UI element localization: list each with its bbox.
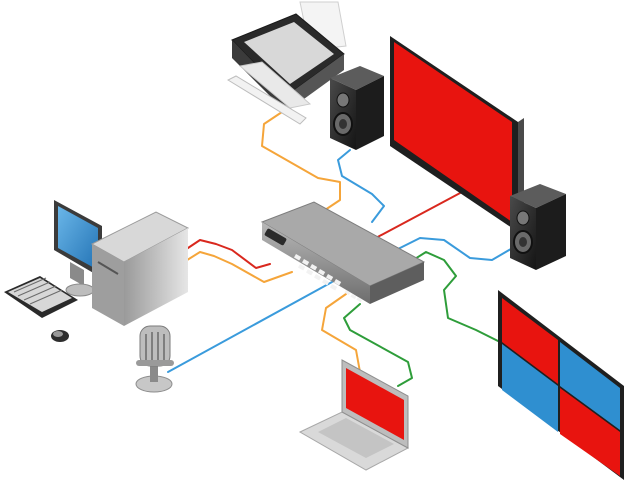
video-wall-tile-2: [560, 342, 620, 430]
switch-button: [298, 263, 306, 271]
laptop-keyboard-area: [318, 418, 394, 458]
cable-speaker-right-blue: [391, 237, 517, 261]
speaker-right-woofer-cap: [519, 237, 527, 247]
speaker-right-lid: [510, 184, 566, 208]
cables: [167, 111, 517, 387]
speaker-top-woofer-cap: [339, 119, 347, 129]
speaker-top-tweeter: [336, 92, 350, 108]
desktop-computer: [4, 200, 190, 342]
switch-button: [350, 294, 357, 300]
printer: [226, 1, 347, 125]
cable-laptop-green: [343, 303, 413, 387]
switch-button-panel: [294, 254, 363, 303]
video-wall-tile-3: [502, 344, 558, 432]
speaker-right-tweeter: [516, 210, 530, 226]
switch-button: [294, 254, 302, 261]
speaker-top-side: [356, 76, 384, 150]
speaker-top-lid: [330, 66, 384, 90]
microphone-grille: [145, 332, 165, 362]
video-wall: [498, 290, 624, 480]
printer-output-paper: [226, 75, 307, 125]
switch-button: [322, 279, 330, 286]
video-wall-tile-1: [502, 298, 558, 384]
cable-printer-orange: [261, 111, 341, 213]
switch-button: [302, 258, 310, 266]
desktop-monitor-stand: [65, 283, 95, 297]
cable-speaker-blue: [337, 149, 385, 223]
microphone-mount: [136, 360, 174, 366]
large-display-screen: [394, 42, 512, 222]
mouse-top: [53, 331, 63, 337]
cable-microphone-blue: [167, 281, 333, 373]
switch-button: [334, 279, 342, 286]
video-wall-tile-4: [560, 388, 620, 476]
desktop-monitor-screen: [58, 206, 98, 270]
desktop-monitor-neck: [70, 262, 84, 286]
switch-button: [314, 274, 322, 281]
switch-front: [262, 222, 370, 304]
keyboard-keys: [8, 278, 72, 312]
switch-button: [356, 297, 363, 303]
cable-desktop-orange: [183, 251, 293, 283]
switch-button: [306, 268, 314, 276]
laptop: [298, 359, 410, 471]
microphone: [135, 325, 174, 393]
switch-button: [318, 268, 326, 276]
switch-button: [344, 290, 351, 296]
desktop-tower-drive: [97, 261, 119, 275]
cable-videowall-green: [409, 251, 501, 343]
cable-desktop-red: [181, 239, 271, 269]
laptop-screen: [346, 368, 404, 440]
desktop-tower-side: [124, 228, 188, 326]
switch-side: [370, 262, 424, 304]
printer-tray: [238, 61, 312, 109]
switch-button: [310, 263, 318, 271]
switch-button: [326, 274, 334, 281]
keyboard-key-rows: [13, 277, 63, 305]
speaker-right: [510, 184, 566, 270]
printer-top-panel: [244, 22, 334, 84]
switch-logo-badge: [264, 228, 287, 246]
large-display: [390, 36, 524, 232]
desktop-tower-front: [92, 244, 124, 326]
microphone-stem: [150, 358, 158, 382]
cable-display-red: [371, 191, 463, 241]
kvm-matrix-switch: [260, 201, 426, 304]
speaker-top: [330, 66, 384, 150]
speaker-right-side: [536, 194, 566, 270]
switch-button: [330, 284, 338, 291]
